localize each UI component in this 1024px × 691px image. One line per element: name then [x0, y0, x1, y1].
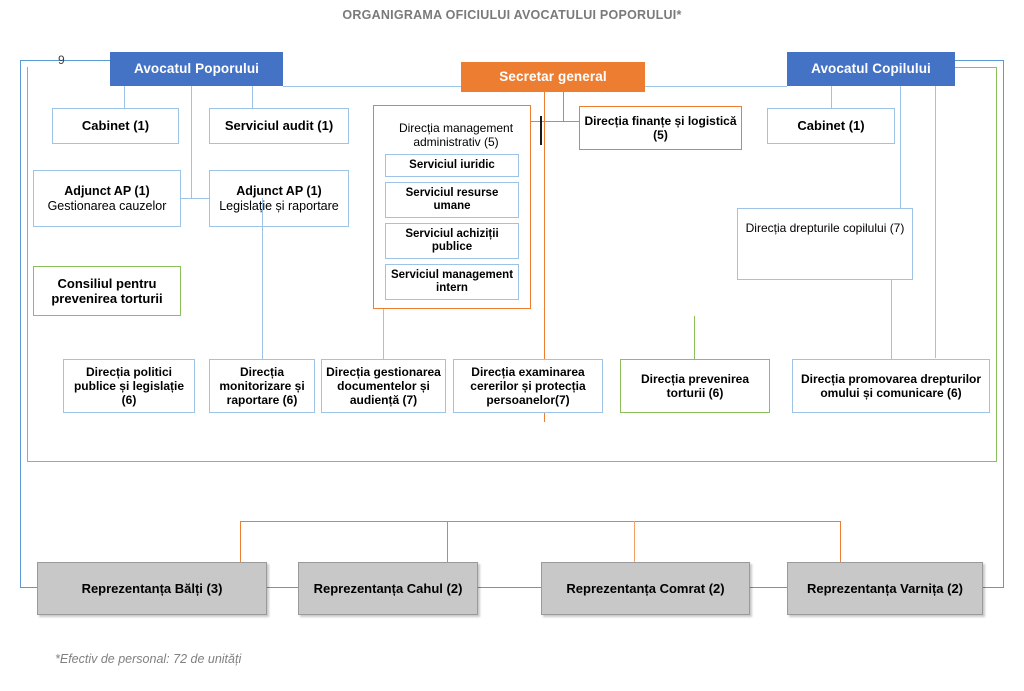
- inner-green-frame: [27, 67, 997, 462]
- box-child-rights-direction[interactable]: Direcția drepturile copilului (7): [737, 208, 913, 280]
- box-cabinet-right[interactable]: Cabinet (1): [767, 108, 895, 144]
- box-direction-document-management[interactable]: Direcția gestionarea documentelor și aud…: [321, 359, 446, 413]
- drop-representative-varnita: [840, 521, 841, 565]
- stem-direction-torture-prevention: [694, 316, 695, 359]
- marker-vertical-black: [540, 116, 542, 145]
- header-secretary-general[interactable]: Secretar general: [461, 62, 645, 92]
- box-council-torture-prevention[interactable]: Consiliul pentru prevenirea torturii: [33, 266, 181, 316]
- stem-direction-examination: [544, 309, 545, 359]
- box-direction-promotion-rights[interactable]: Direcția promovarea drepturilor omului ș…: [792, 359, 990, 413]
- box-service-internal-management[interactable]: Serviciul management intern: [385, 264, 519, 301]
- stem-child-ombudsman-trunk: [935, 86, 936, 358]
- header-child-ombudsman[interactable]: Avocatul Copilului: [787, 52, 955, 86]
- box-representative-comrat[interactable]: Reprezentanța Comrat (2): [541, 562, 750, 615]
- box-direction-monitoring-reporting[interactable]: Direcția monitorizare și raportare (6): [209, 359, 315, 413]
- stem-secretary-branch: [563, 92, 564, 121]
- connector-representatives-bus: [240, 521, 840, 522]
- drop-representative-balti: [240, 521, 241, 565]
- box-service-public-procurement[interactable]: Serviciul achiziții publice: [385, 223, 519, 260]
- connector-secretary-to-child-ombudsman: [645, 86, 787, 87]
- box-deputy-cases[interactable]: Adjunct AP (1) Gestionarea cauzelor: [33, 170, 181, 227]
- stem-child-ombudsman-to-child-rights: [900, 86, 901, 208]
- stem-direction-documents: [383, 309, 384, 359]
- box-deputy-legislation[interactable]: Adjunct AP (1) Legislație și raportare: [209, 170, 349, 227]
- box-representative-varnita[interactable]: Reprezentanța Varnița (2): [787, 562, 983, 615]
- outer-frame-top-left-segment: [20, 60, 110, 61]
- drop-representative-cahul: [447, 521, 448, 565]
- connector-deputies: [181, 198, 209, 199]
- stem-ombudsman-to-cabinet: [124, 86, 125, 108]
- box-service-human-resources[interactable]: Serviciul resurse umane: [385, 182, 519, 219]
- stem-ombudsman-trunk: [191, 86, 192, 198]
- box-representative-balti[interactable]: Reprezentanța Bălți (3): [37, 562, 267, 615]
- box-admin-management-direction[interactable]: Direcția management administrativ (5) Se…: [373, 105, 531, 309]
- stem-ombudsman-to-audit: [252, 86, 253, 108]
- green-frame-top-right-segment: [955, 67, 997, 68]
- stem-child-ombudsman-to-cabinet: [831, 86, 832, 108]
- drop-representative-comrat: [634, 521, 635, 565]
- outer-frame-top-right-segment: [955, 60, 1004, 61]
- box-audit-service[interactable]: Serviciul audit (1): [209, 108, 349, 144]
- box-direction-torture-prevention[interactable]: Direcția prevenirea torturii (6): [620, 359, 770, 413]
- stem-direction-monitoring: [262, 198, 263, 359]
- box-service-juridic[interactable]: Serviciul iuridic: [385, 154, 519, 178]
- box-direction-examination-requests[interactable]: Direcția examinarea cererilor și protecț…: [453, 359, 603, 413]
- page-title: ORGANIGRAMA OFICIULUI AVOCATULUI POPORUL…: [342, 8, 682, 22]
- stem-secretary-trunk: [544, 92, 545, 422]
- connector-ombudsman-to-secretary: [283, 86, 461, 87]
- outer-blue-frame: [20, 60, 1004, 588]
- box-representative-cahul[interactable]: Reprezentanța Cahul (2): [298, 562, 478, 615]
- box-cabinet-left[interactable]: Cabinet (1): [52, 108, 179, 144]
- box-finance-logistics-direction[interactable]: Direcția finanțe și logistică (5): [579, 106, 742, 150]
- connector-secretary-to-departments: [525, 121, 579, 122]
- stem-direction-promotion: [891, 280, 892, 359]
- stray-number-label: 9: [58, 53, 65, 67]
- footnote-staff-count: *Efectiv de personal: 72 de unități: [55, 652, 242, 666]
- box-direction-public-policy[interactable]: Direcția politici publice și legislație …: [63, 359, 195, 413]
- header-ombudsman[interactable]: Avocatul Poporului: [110, 52, 283, 86]
